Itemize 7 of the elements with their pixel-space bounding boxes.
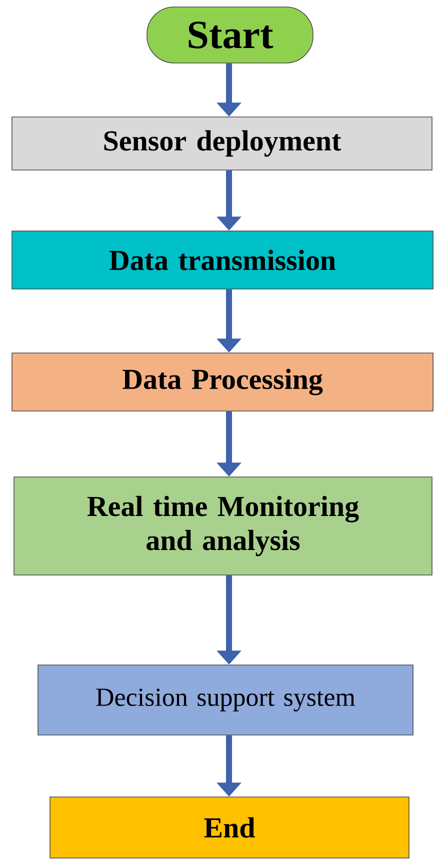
process-box: Data Processing — [12, 352, 434, 412]
process-box: Data transmission — [12, 230, 434, 290]
process-box: Decision support system — [38, 664, 414, 736]
start-terminal: Start — [146, 6, 314, 64]
process-box: Sensor deployment — [12, 116, 432, 170]
end-box: End — [50, 796, 410, 858]
process-box: Real time Monitoring and analysis — [14, 476, 432, 576]
